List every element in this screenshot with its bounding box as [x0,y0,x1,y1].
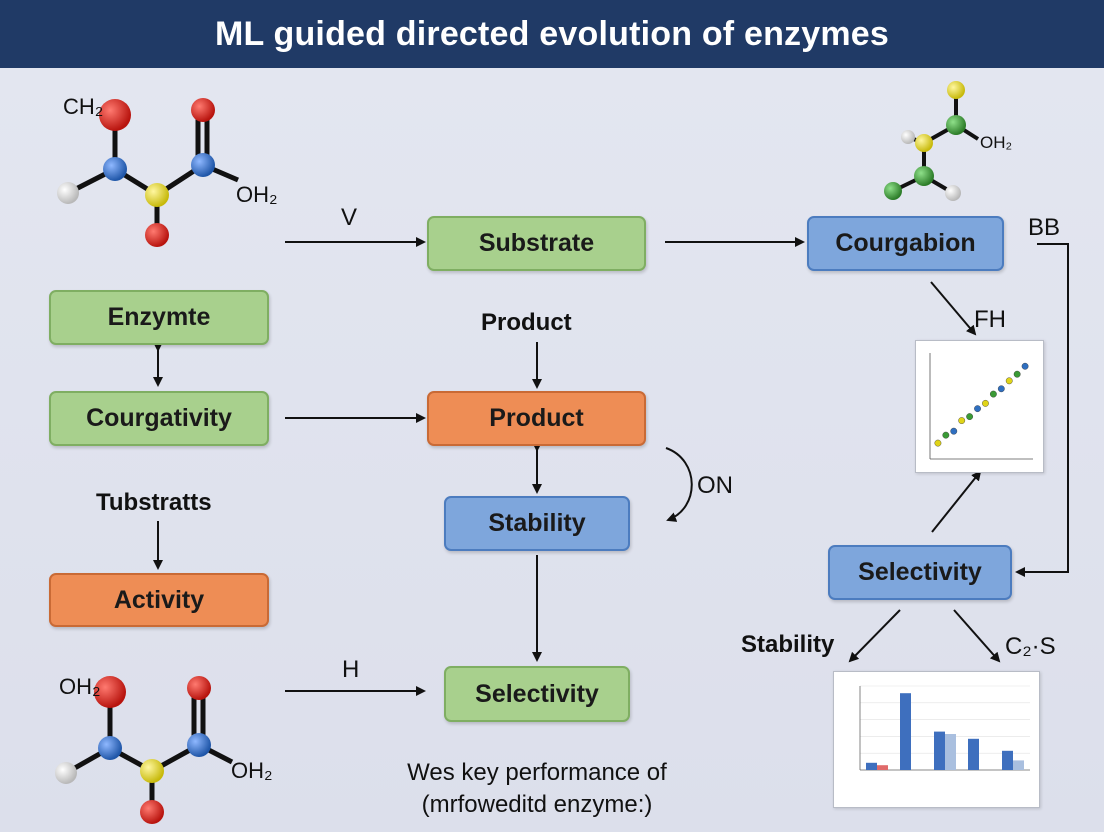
box-enzymte[interactable]: Enzymte [49,290,269,345]
scatter-point [1021,362,1029,370]
scatter-point [997,385,1005,393]
page-title: ML guided directed evolution of enzymes [0,0,1104,68]
diagram-canvas: CH₂ OH₂ OH₂ OH₂ OH₂ Substrate Courgabion… [0,68,1104,832]
box-selectivity-mid[interactable]: Selectivity [444,666,630,722]
bar [934,731,945,770]
scatter-point [950,427,958,435]
arrow-selectivity-to-stability [848,609,901,663]
molecule-top-left [57,98,239,247]
label-on: ON [697,472,733,499]
connector-layer [55,81,1069,824]
bar [945,734,956,770]
label-v: V [341,204,358,231]
box-courgabion[interactable]: Courgabion [807,216,1004,271]
bar-chart [859,685,1030,771]
scatter-thumbnail [915,340,1044,473]
molecule-top-right [884,81,980,201]
arrow-selectivity-to-plot [931,470,982,533]
box-product[interactable]: Product [427,391,646,446]
label-oh2-bottom-a: OH₂ [59,674,101,699]
label-ch2: CH₂ [63,94,104,119]
box-substrate[interactable]: Substrate [427,216,646,271]
label-oh2-bottom-b: OH₂ [231,758,273,783]
label-tubstratts: Tubstratts [96,489,212,516]
scatter-point [958,417,966,424]
bar [877,765,888,770]
arrow-selectivity-to-c2s [953,609,1001,663]
caption-line-2: (mrfoweditd enzyme:) [421,791,653,818]
label-oh2-top-left: OH₂ [236,182,278,207]
bar [1002,750,1013,770]
label-fh: FH [974,306,1006,333]
arrow-bb-loop [1015,243,1069,577]
scatter-point [1013,370,1021,378]
scatter-plot [929,353,1033,460]
scatter-point [974,405,981,413]
scatter-point [989,390,997,398]
caption-line-1: Wes key performance of [407,759,667,786]
scatter-point [942,431,950,439]
bar-thumbnail [833,671,1040,808]
label-c2s: C₂·S [1005,633,1056,660]
bar [968,738,979,770]
box-courgativity[interactable]: Courgativity [49,391,269,446]
connector-arrows [153,237,1069,696]
arrow-on-curve [665,447,693,522]
label-oh2-top-right: OH₂ [980,133,1013,152]
arrow-courgabion-to-plot [930,281,977,336]
molecule-bottom-left [55,676,234,824]
caption: Wes key performance of (mrfoweditd enzym… [372,757,702,821]
scatter-point [1005,377,1013,385]
scatter-point [934,439,942,447]
box-activity[interactable]: Activity [49,573,269,627]
bar [900,693,911,770]
bar [866,762,877,770]
box-stability[interactable]: Stability [444,496,630,551]
scatter-point [966,413,974,421]
scatter-point [982,399,989,407]
label-bb: BB [1028,214,1061,241]
label-product-top: Product [481,309,572,336]
bar [1013,760,1024,770]
label-h: H [342,656,360,683]
label-stability-right: Stability [741,631,835,658]
box-selectivity-right[interactable]: Selectivity [828,545,1012,600]
